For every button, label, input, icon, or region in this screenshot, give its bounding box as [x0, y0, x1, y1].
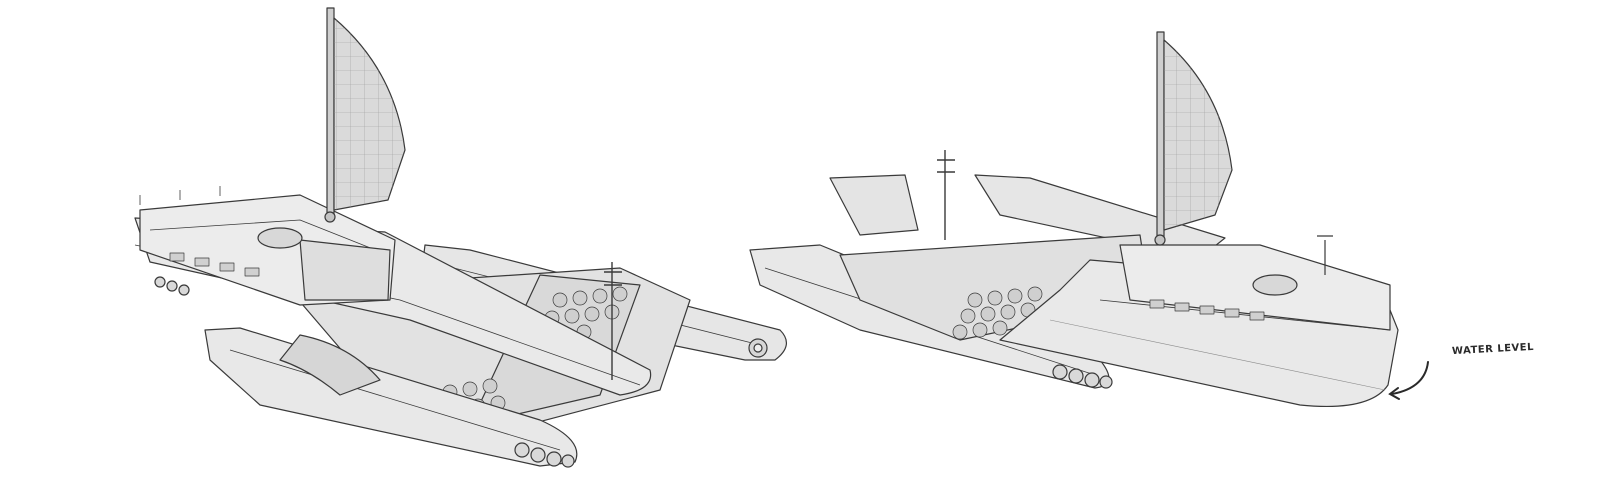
right-deck-cells: [952, 286, 1043, 340]
right-superstructure: [1119, 235, 1391, 331]
arrow-head: [1388, 387, 1400, 400]
left-superstructure: [139, 186, 396, 306]
left-deck-mast: [604, 262, 622, 380]
left-near-outrigger: [204, 327, 578, 468]
curved-arrow-icon: [1391, 361, 1429, 395]
right-vessel: [749, 31, 1399, 408]
left-mast-and-sail: [324, 7, 406, 223]
right-mast-and-sail: [1154, 31, 1233, 246]
left-vessel: [134, 7, 787, 468]
